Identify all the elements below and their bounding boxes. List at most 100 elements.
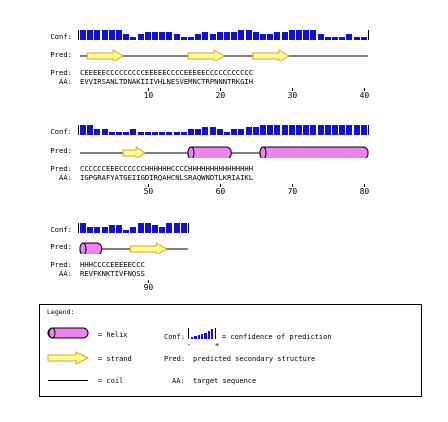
confidence-bar: [166, 132, 173, 135]
pred-label: Pred:: [50, 242, 72, 251]
confidence-scale-bar: [197, 335, 200, 339]
position-tick-label: 20: [215, 91, 226, 100]
confidence-bar: [296, 125, 302, 135]
conf-label: Conf:: [50, 32, 72, 41]
position-tick: [220, 88, 222, 91]
confidence-scale-bar: [210, 329, 214, 339]
confidence-end-mark: [368, 30, 369, 40]
confidence-bar: [288, 125, 295, 135]
confidence-bar: [231, 129, 238, 135]
confidence-bar: [209, 127, 216, 135]
confidence-bar: [252, 127, 259, 135]
confidence-bar: [123, 230, 130, 233]
confidence-bar: [303, 125, 310, 135]
confidence-bars: [78, 223, 190, 233]
confidence-bar: [260, 125, 266, 135]
conf-label: Conf:: [50, 225, 72, 234]
confidence-bar: [144, 223, 151, 233]
confidence-bar: [180, 223, 187, 233]
confidence-bar: [137, 223, 144, 233]
strand-arrow: [129, 242, 168, 254]
confidence-bar: [245, 30, 252, 40]
confidence-bar: [130, 227, 137, 233]
conf-legend-label: Conf:: [164, 333, 186, 341]
coil-legend-icon: [48, 380, 88, 381]
conf-legend-desc: = confidence of prediction: [222, 333, 332, 341]
confidence-bar: [274, 32, 281, 40]
secondary-structure-cartoon: [79, 242, 188, 254]
confidence-bar: [130, 129, 137, 135]
confidence-bar: [339, 37, 346, 40]
confidence-bar: [353, 37, 360, 40]
position-tick: [148, 184, 150, 187]
position-tick-label: 60: [215, 187, 226, 196]
legend-box: Legend: = helix = strand = coil Conf: - …: [39, 304, 422, 397]
confidence-bar: [173, 132, 180, 135]
confidence-bar: [137, 34, 144, 40]
confidence-bar: [195, 34, 202, 40]
confidence-bar: [144, 32, 151, 40]
position-tick-label: 10: [143, 91, 154, 100]
confidence-scale-bar: [194, 336, 197, 339]
helix-legend-icon: [47, 327, 89, 339]
aa-sequence: IGPGRAFYATGEIIGDIRQAHCNLSRAQWNDTLKRIAIKL: [80, 173, 254, 182]
pred-legend-desc: predicted secondary structure: [193, 355, 316, 363]
confidence-bar: [231, 32, 238, 40]
secondary-structure-cartoon: [80, 49, 368, 61]
strand-legend-icon: [47, 351, 90, 365]
confidence-bar: [346, 125, 353, 135]
pred-ss-label: Pred:: [50, 164, 72, 173]
confidence-bar: [288, 30, 295, 40]
helix-cap: [187, 146, 195, 158]
aa-legend-label: AA:: [172, 377, 185, 385]
confidence-bar: [195, 129, 202, 135]
pred-sequence: CCCCCCEEECCCCCCHHHHHHCCCCHHHHHHHHHHHHHHH: [80, 164, 254, 173]
confidence-bars: [78, 125, 370, 135]
confidence-bar: [310, 30, 317, 40]
confidence-bar: [116, 225, 122, 233]
confidence-bar: [353, 125, 360, 135]
confidence-bar: [332, 37, 338, 40]
helix-legend-label: = helix: [98, 331, 128, 339]
confidence-scale-bar: [191, 337, 194, 339]
confidence-bar: [159, 227, 166, 233]
pred-sequence: HHHCCCCEEEEECCC: [80, 260, 145, 269]
confidence-bar: [281, 32, 288, 40]
confidence-bar: [267, 34, 274, 40]
confidence-bar: [317, 125, 324, 135]
confidence-start-mark: [78, 30, 79, 40]
aa-label: AA:: [59, 173, 72, 182]
confidence-bar: [101, 30, 108, 40]
secondary-structure-cartoon: [80, 146, 369, 158]
confidence-scale-bar: [204, 333, 207, 339]
strand-arrow: [252, 49, 290, 61]
confidence-bar: [346, 34, 353, 40]
aa-sequence: EVVIRSANLTDNAKIIIVHLNESVEMNCTRPNNNTRKGIH: [80, 77, 254, 86]
strand-legend-label: = strand: [98, 355, 132, 363]
confidence-bar: [324, 37, 331, 40]
confidence-bar: [224, 32, 230, 40]
aa-sequence: REVFKNKTIVFNQSS: [80, 269, 145, 278]
confidence-scale-icon: [188, 327, 218, 339]
confidence-bar: [123, 34, 130, 40]
helix-cap: [259, 146, 267, 158]
confidence-bar: [159, 32, 166, 40]
confidence-bar: [152, 132, 158, 135]
confidence-bar: [216, 32, 223, 40]
confidence-bar: [303, 30, 310, 40]
pred-sequence: CEEEEECCCCCCCCCEEEEECCCCEEEEECCCCCCCCCCC: [80, 68, 254, 77]
confidence-bar: [332, 125, 338, 135]
confidence-bar: [173, 223, 180, 233]
position-tick: [364, 184, 366, 187]
confidence-bar: [274, 125, 281, 135]
confidence-bar: [360, 37, 367, 40]
coil-legend-label: = coil: [98, 377, 124, 385]
confidence-bar: [339, 125, 346, 135]
confidence-bar: [94, 227, 101, 233]
confidence-bar: [116, 30, 122, 40]
confidence-bar: [144, 132, 151, 135]
confidence-bar: [188, 37, 194, 40]
confidence-bar: [216, 129, 223, 135]
confidence-bar: [166, 32, 173, 40]
